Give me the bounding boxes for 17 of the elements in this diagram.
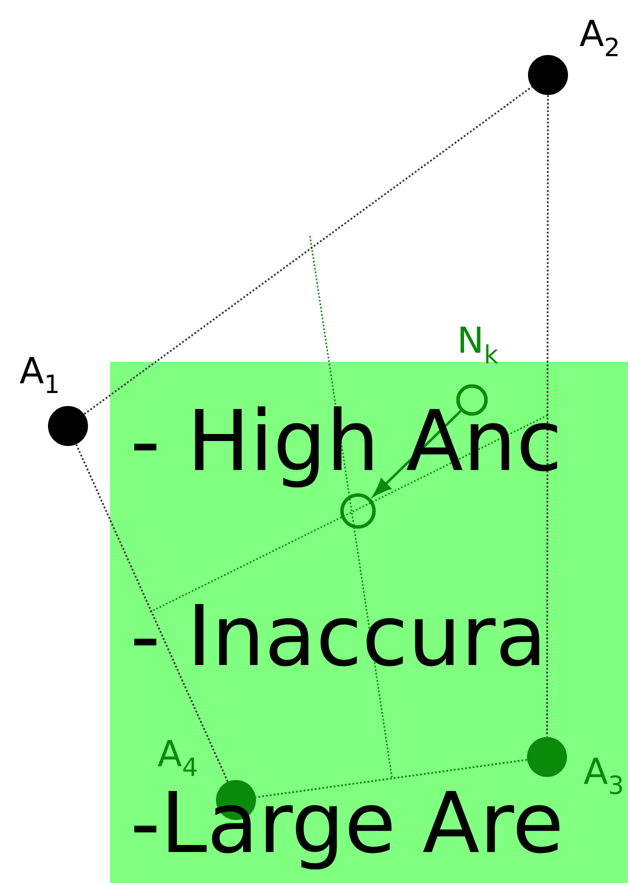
dotted-line bbox=[75, 444, 229, 782]
open-circle bbox=[340, 493, 376, 529]
point-label: A$_{4}$ bbox=[158, 740, 197, 776]
point-label: A$_{1}$ bbox=[20, 357, 58, 393]
dotted-line bbox=[84, 86, 532, 415]
point-label: N$_{k}$ bbox=[460, 326, 498, 364]
dotted-line bbox=[546, 95, 549, 737]
bullet-text: - Inaccura bbox=[134, 604, 540, 666]
arrow bbox=[373, 410, 462, 496]
point-dot bbox=[48, 406, 88, 446]
point-label: A$_{3}$ bbox=[584, 758, 622, 794]
point-label: A$_{2}$ bbox=[580, 20, 618, 56]
dotted-line bbox=[256, 758, 528, 798]
bullet-text: - High Anc bbox=[134, 406, 558, 488]
bullet-text: -Large Are bbox=[134, 790, 560, 870]
point-dot bbox=[527, 737, 567, 777]
point-dot bbox=[528, 55, 568, 95]
